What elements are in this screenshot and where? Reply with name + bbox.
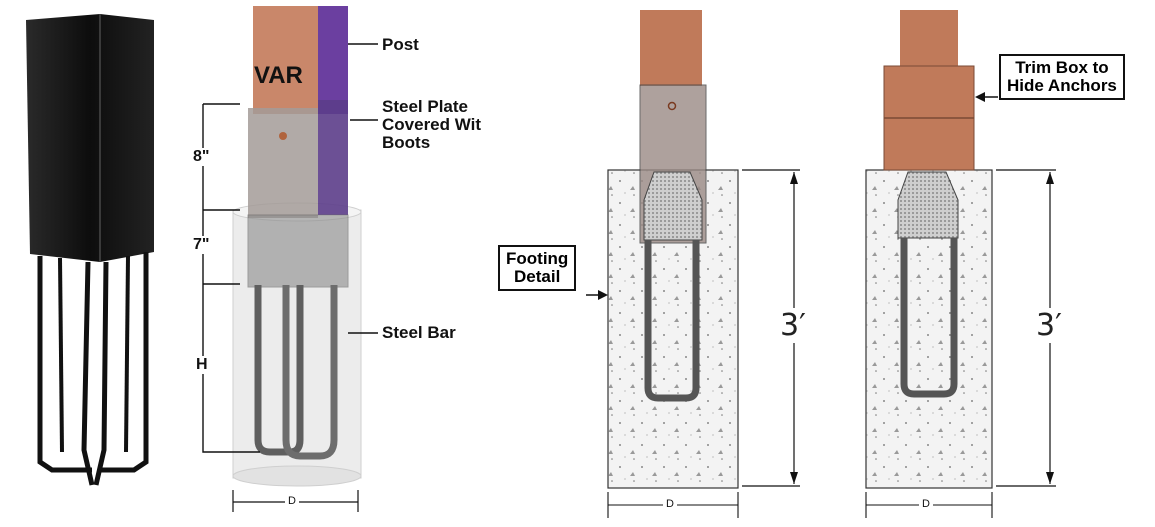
steel-plate-label-line3: Boots xyxy=(382,133,431,152)
footing-detail-callout: Footing Detail xyxy=(498,245,577,291)
steel-plate-label-line1: Steel Plate xyxy=(382,97,468,116)
trim-label-line1: Trim Box to xyxy=(1015,58,1109,77)
var-text: VAR xyxy=(254,62,303,89)
rendered-anchor xyxy=(202,6,378,512)
footing-label-line2: Detail xyxy=(514,267,561,286)
depth-label-trim: 3′ xyxy=(1034,308,1064,343)
black-post-bracket xyxy=(26,14,154,486)
dimension-d-trim: D xyxy=(919,498,933,510)
depth-label-footing: 3′ xyxy=(778,308,808,343)
footing-label-line1: Footing xyxy=(506,249,569,268)
dimension-d-footing: D xyxy=(663,498,677,510)
trim-box-callout: Trim Box to Hide Anchors xyxy=(999,54,1125,100)
post-label: Post xyxy=(382,35,419,54)
dimension-8-inch: 8" xyxy=(192,148,211,166)
dimension-h: H xyxy=(195,356,209,374)
steel-bar-label: Steel Bar xyxy=(382,323,456,342)
dimension-7-inch: 7" xyxy=(192,236,211,254)
footing-detail-drawing xyxy=(586,10,800,518)
dimension-d-render: D xyxy=(285,495,299,507)
trim-label-line2: Hide Anchors xyxy=(1007,76,1117,95)
trim-box-drawing xyxy=(865,10,1056,518)
steel-plate-label-line2: Covered Wit xyxy=(382,115,482,134)
